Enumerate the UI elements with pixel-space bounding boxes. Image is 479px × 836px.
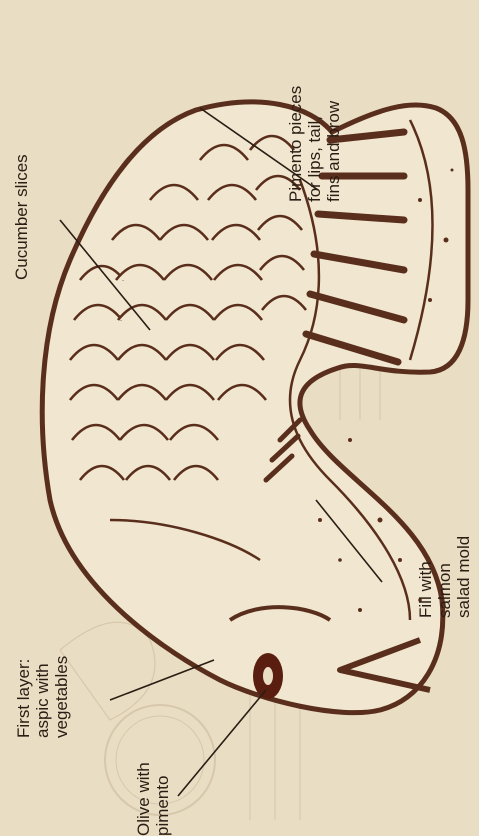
label-first-layer-line-1: First layer: — [14, 656, 33, 738]
label-cucumber: Cucumber slices — [12, 154, 31, 280]
label-olive-line-1: Olive with — [134, 762, 153, 836]
label-fill-line-3: salad mold — [454, 536, 473, 618]
label-olive-line-2: pimento — [153, 762, 172, 836]
label-pimento-line-1: Pimento pieces — [286, 86, 305, 202]
fish-mold — [42, 102, 468, 713]
fish-body-outline — [42, 102, 468, 713]
label-fill-line-2: salmon — [435, 536, 454, 618]
pimento-center — [263, 667, 273, 685]
label-fill-line-1: Fill with — [416, 536, 435, 618]
label-olive: Olive with pimento — [134, 762, 172, 836]
label-pimento: Pimento pieces for lips, tail, fins and … — [286, 86, 343, 202]
label-cucumber-line-1: Cucumber slices — [12, 154, 31, 280]
leader-olive — [178, 690, 266, 796]
label-fill: Fill with salmon salad mold — [416, 536, 473, 618]
label-pimento-line-3: fins and brow — [324, 86, 343, 202]
label-first-layer-line-3: vegetables — [52, 656, 71, 738]
label-first-layer-line-2: aspic with — [33, 656, 52, 738]
label-first-layer: First layer: aspic with vegetables — [14, 656, 71, 738]
label-pimento-line-2: for lips, tail, — [305, 86, 324, 202]
leader-first-layer — [110, 660, 214, 700]
